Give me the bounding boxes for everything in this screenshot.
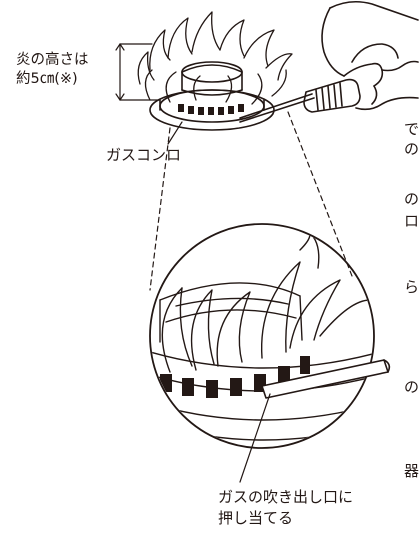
callout-line1: ガスの吹き出し口に [218, 488, 354, 506]
small-burner [149, 61, 275, 131]
callout-label: ガスの吹き出し口に 押し当てる [218, 487, 353, 529]
callout-leader-line [239, 393, 271, 483]
flame-height-line2: 約5㎝(※) [16, 71, 78, 87]
edge-text-char: の [404, 378, 419, 396]
flame-height-label: 炎の高さは 約5㎝(※) [16, 51, 89, 89]
magnified-view [149, 223, 391, 449]
edge-text-char: 器 [404, 462, 419, 480]
zoom-projection-lines [149, 111, 353, 291]
hand-with-lighter [239, 0, 419, 123]
edge-text-char: の [404, 190, 419, 208]
edge-text-char: ら [404, 278, 419, 296]
edge-text-char: の [404, 140, 419, 158]
stove-leader-line [167, 121, 183, 145]
small-flames [137, 11, 293, 105]
stove-label: ガスコンロ [106, 146, 182, 164]
flame-height-bracket [115, 43, 161, 101]
edge-text-char: で [404, 120, 419, 138]
callout-line2: 押し当てる [218, 509, 294, 527]
flame-height-line1: 炎の高さは [16, 52, 89, 68]
edge-text-char: ロ [404, 212, 419, 230]
